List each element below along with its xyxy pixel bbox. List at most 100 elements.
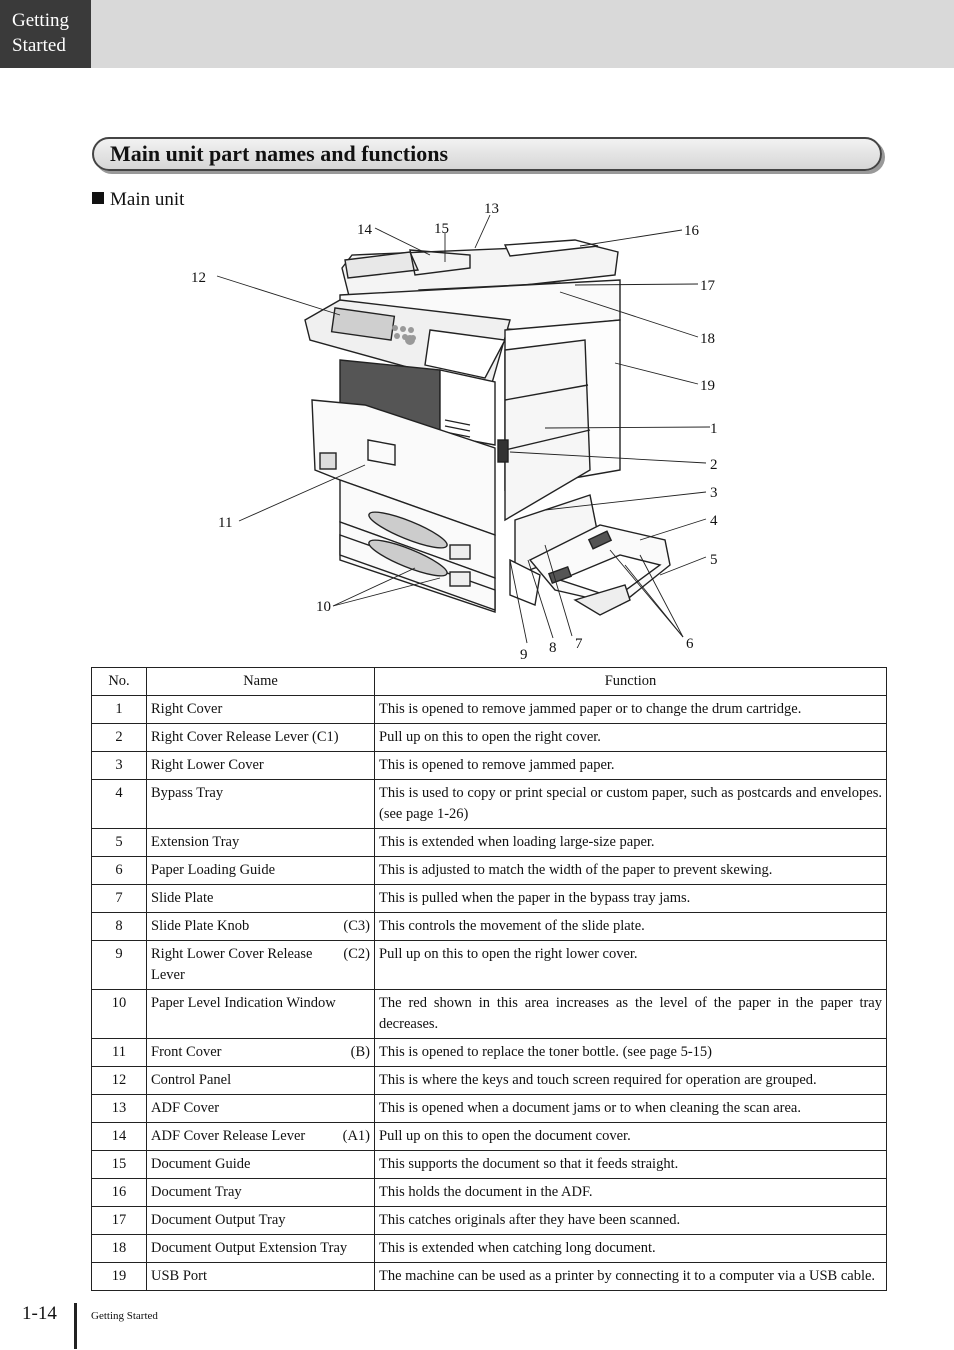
row-number: 15 bbox=[91, 1150, 147, 1179]
row-number: 19 bbox=[91, 1262, 147, 1291]
section-header: Main unit part names and functions bbox=[92, 137, 882, 171]
part-name: ADF Cover bbox=[151, 1100, 220, 1116]
callout-16: 16 bbox=[684, 223, 700, 239]
part-name: ADF Cover Release Lever bbox=[151, 1128, 306, 1144]
row-number: 2 bbox=[91, 723, 147, 752]
column-header-no: No. bbox=[91, 667, 147, 696]
row-number: 4 bbox=[91, 779, 147, 829]
part-code: (C3) bbox=[343, 918, 370, 934]
callout-13: 13 bbox=[484, 201, 499, 217]
table-header-row: No. Name Function bbox=[91, 667, 887, 696]
part-function: This catches originals after they have b… bbox=[374, 1206, 887, 1235]
part-function: This controls the movement of the slide … bbox=[374, 912, 887, 941]
subheading: Main unit bbox=[92, 189, 184, 211]
table-row: 14 (A1) ADF Cover Release Lever Pull up on … bbox=[91, 1122, 887, 1151]
part-function: Pull up on this to open the right cover. bbox=[374, 723, 887, 752]
part-name-cell: Right Lower Cover bbox=[146, 751, 375, 780]
part-name-cell: Document Guide bbox=[146, 1150, 375, 1179]
callout-19: 19 bbox=[700, 378, 715, 394]
part-name: Right Lower Cover Release Lever bbox=[151, 946, 313, 983]
part-name: Right Cover Release Lever (C1) bbox=[151, 729, 339, 745]
part-name: Document Output Tray bbox=[151, 1212, 286, 1228]
part-name: Extension Tray bbox=[151, 834, 240, 850]
part-function: This is where the keys and touch screen … bbox=[374, 1066, 887, 1095]
top-banner bbox=[0, 0, 954, 68]
part-function: This is opened to replace the toner bott… bbox=[374, 1038, 887, 1067]
part-function: This is extended when loading large-size… bbox=[374, 828, 887, 857]
page-number: 1-14 bbox=[22, 1303, 57, 1324]
row-number: 18 bbox=[91, 1234, 147, 1263]
part-name: Document Output Extension Tray bbox=[151, 1240, 348, 1256]
part-name: Document Tray bbox=[151, 1184, 242, 1200]
copier-illustration bbox=[304, 239, 671, 616]
part-name-cell: Paper Loading Guide bbox=[146, 856, 375, 885]
callout-8: 8 bbox=[549, 640, 557, 656]
chapter-tab: Getting Started bbox=[0, 0, 91, 68]
part-name-cell: (A1) ADF Cover Release Lever bbox=[146, 1122, 375, 1151]
row-number: 10 bbox=[91, 989, 147, 1039]
part-function: This is used to copy or print special or… bbox=[374, 779, 887, 829]
callout-1: 1 bbox=[710, 421, 718, 437]
part-function: Pull up on this to open the document cov… bbox=[374, 1122, 887, 1151]
section-title: Main unit part names and functions bbox=[110, 141, 449, 166]
callout-18: 18 bbox=[700, 331, 715, 347]
row-number: 1 bbox=[91, 695, 147, 724]
callout-12: 12 bbox=[191, 270, 206, 286]
callout-14: 14 bbox=[357, 222, 373, 238]
part-name: Right Cover bbox=[151, 701, 223, 717]
chapter-tab-line2: Started bbox=[12, 35, 66, 56]
part-name-cell: Right Cover bbox=[146, 695, 375, 724]
part-name-cell: (C2)Right Lower Cover Release Lever bbox=[146, 940, 375, 990]
part-name: Right Lower Cover bbox=[151, 757, 264, 773]
callout-4: 4 bbox=[710, 513, 718, 529]
row-number: 14 bbox=[91, 1122, 147, 1151]
row-number: 12 bbox=[91, 1066, 147, 1095]
callout-15: 15 bbox=[434, 221, 449, 237]
callout-7: 7 bbox=[575, 636, 583, 652]
part-function: This supports the document so that it fe… bbox=[374, 1150, 887, 1179]
part-function: This is adjusted to match the width of t… bbox=[374, 856, 887, 885]
part-name-cell: Paper Level Indication Window bbox=[146, 989, 375, 1039]
callout-10: 10 bbox=[316, 599, 331, 615]
main-unit-diagram: 1 2 3 4 5 6 7 8 9 10 11 12 13 14 15 16 1… bbox=[191, 201, 718, 663]
part-function: This is extended when catching long docu… bbox=[374, 1234, 887, 1263]
part-code: (A1) bbox=[342, 1128, 370, 1144]
part-name-cell: Document Tray bbox=[146, 1178, 375, 1207]
part-name: Control Panel bbox=[151, 1072, 232, 1088]
row-number: 6 bbox=[91, 856, 147, 885]
part-function: This is opened when a document jams or t… bbox=[374, 1094, 887, 1123]
part-function: The machine can be used as a printer by … bbox=[374, 1262, 887, 1291]
footer-divider bbox=[74, 1303, 77, 1349]
part-name-cell: Slide Plate bbox=[146, 884, 375, 913]
callout-5: 5 bbox=[710, 552, 718, 568]
part-function: This is pulled when the paper in the byp… bbox=[374, 884, 887, 913]
callout-6: 6 bbox=[686, 636, 694, 652]
part-name: Document Guide bbox=[151, 1156, 251, 1172]
row-number: 16 bbox=[91, 1178, 147, 1207]
part-name: Slide Plate bbox=[151, 890, 214, 906]
part-function: The red shown in this area increases as … bbox=[374, 989, 887, 1039]
part-name: Paper Loading Guide bbox=[151, 862, 276, 878]
part-name-cell: Extension Tray bbox=[146, 828, 375, 857]
part-name: USB Port bbox=[151, 1268, 208, 1284]
callout-3: 3 bbox=[710, 485, 718, 501]
square-bullet-icon bbox=[92, 192, 104, 204]
part-function: This is opened to remove jammed paper. bbox=[374, 751, 887, 780]
callout-labels: 1 2 3 4 5 6 7 8 9 10 11 12 13 14 15 16 1… bbox=[191, 201, 718, 663]
callout-2: 2 bbox=[710, 457, 718, 473]
